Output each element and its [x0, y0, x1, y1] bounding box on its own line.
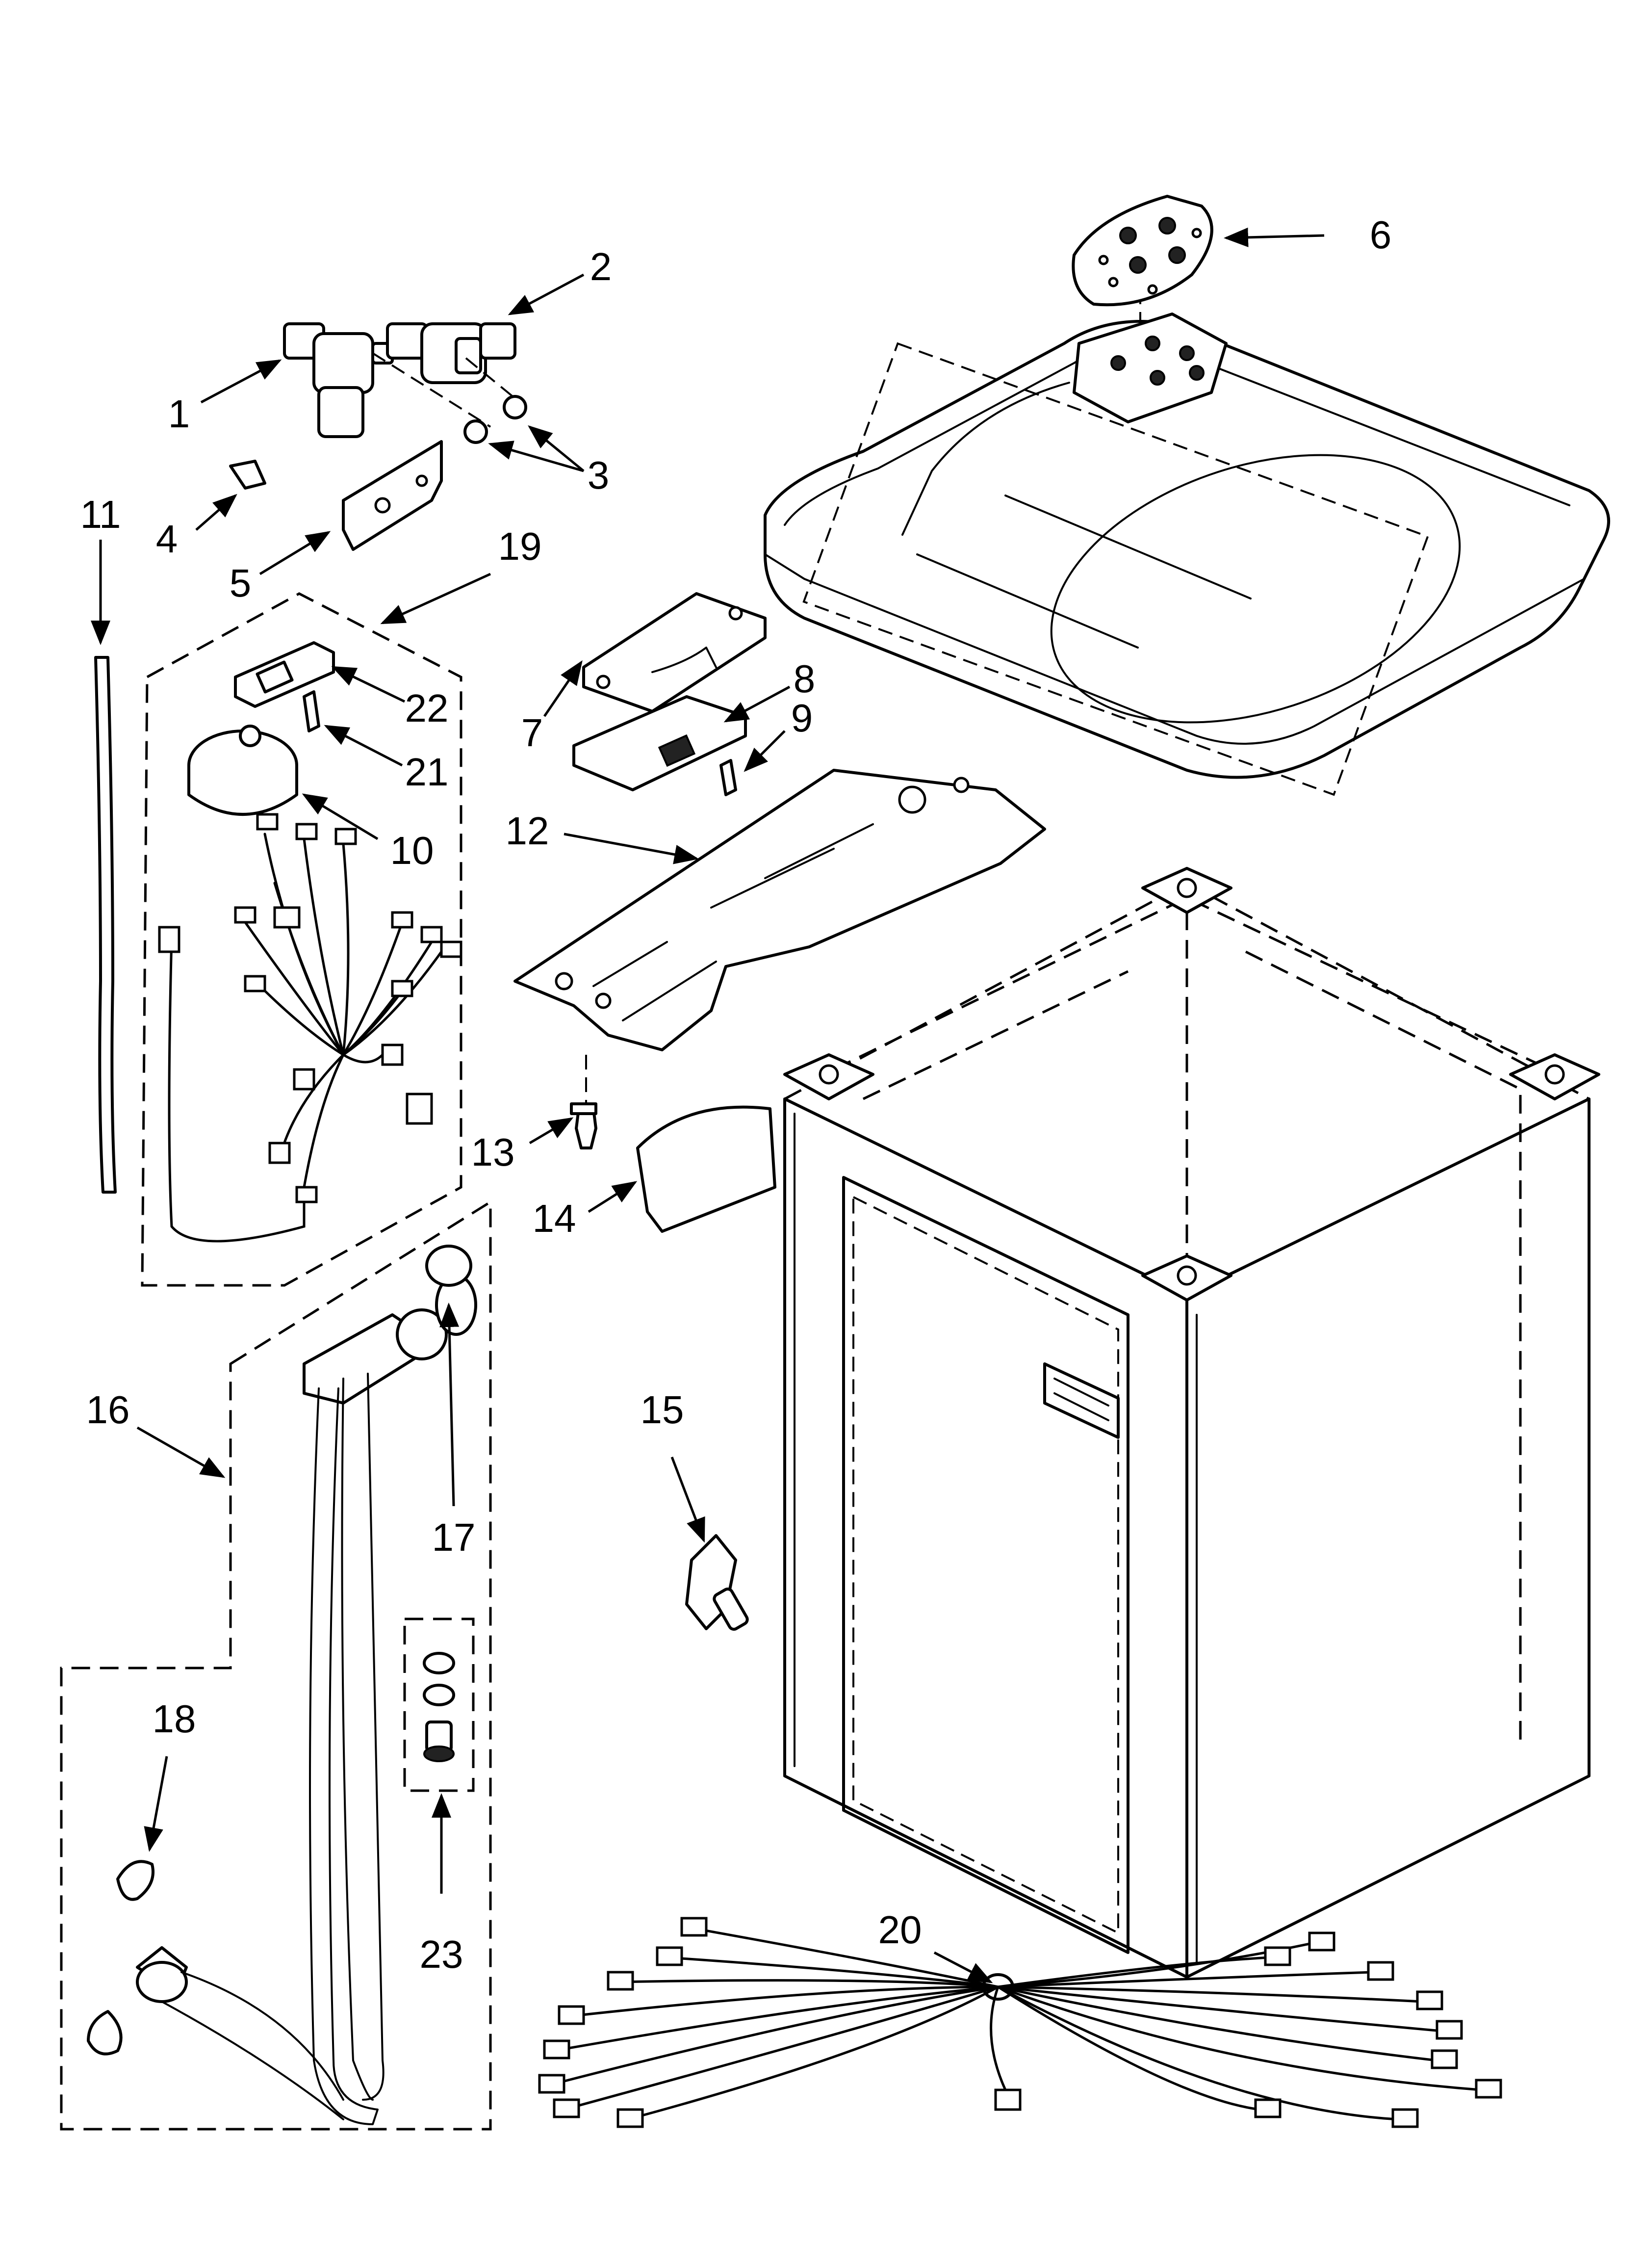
callout-6: 6 — [1370, 213, 1392, 257]
callout-1: 1 — [168, 392, 190, 436]
callout-13: 13 — [471, 1130, 515, 1174]
console-overlay — [1072, 195, 1213, 307]
callout-9: 9 — [791, 696, 813, 740]
cabinet — [783, 867, 1600, 1979]
water-inlet-valves — [283, 322, 527, 444]
callout-7: 7 — [521, 711, 543, 755]
screw-and-bracket — [229, 440, 443, 551]
callout-2: 2 — [590, 245, 612, 288]
callout-17: 17 — [432, 1515, 476, 1559]
callout-18: 18 — [153, 1697, 196, 1741]
harness-group-box — [141, 592, 462, 1287]
callout-22: 22 — [405, 686, 449, 730]
callout-12: 12 — [506, 809, 549, 853]
main-wire-harness — [538, 1917, 1502, 2128]
pressure-switch-harness — [158, 641, 462, 1243]
cabinet-corner-brackets — [783, 867, 1600, 1302]
callout-3: 3 — [588, 453, 610, 497]
callout-21: 21 — [405, 750, 449, 794]
callout-8: 8 — [794, 657, 816, 701]
clip — [636, 1105, 776, 1233]
callout-19: 19 — [498, 524, 542, 568]
callout-11: 11 — [80, 493, 121, 536]
fill-hoses — [87, 1274, 477, 2125]
fastener-kit — [423, 1652, 455, 1762]
callout-20: 20 — [878, 1908, 922, 1952]
control-mounting-bracket — [513, 769, 1046, 1149]
hose-washer — [425, 1245, 472, 1287]
callout-arrows — [91, 227, 1325, 1983]
water-inlet — [685, 1534, 749, 1631]
callout-23: 23 — [420, 1932, 463, 1976]
top-lid-assembly — [764, 289, 1610, 796]
fill-hose-group-box — [60, 1199, 492, 2131]
control-buttons-on-top — [1110, 336, 1205, 386]
hose-clamp — [116, 1860, 154, 1901]
callout-labels: 1 2 3 4 5 6 7 8 9 10 11 12 13 14 15 16 1… — [80, 213, 1391, 1976]
callout-5: 5 — [230, 561, 252, 605]
control-boards — [572, 592, 767, 796]
callout-15: 15 — [641, 1388, 684, 1432]
callout-16: 16 — [86, 1388, 130, 1432]
callout-10: 10 — [390, 829, 434, 872]
callout-4: 4 — [156, 517, 178, 561]
callout-14: 14 — [533, 1197, 576, 1240]
drain-tube — [94, 656, 117, 1194]
fastener-group-box — [403, 1617, 475, 1792]
